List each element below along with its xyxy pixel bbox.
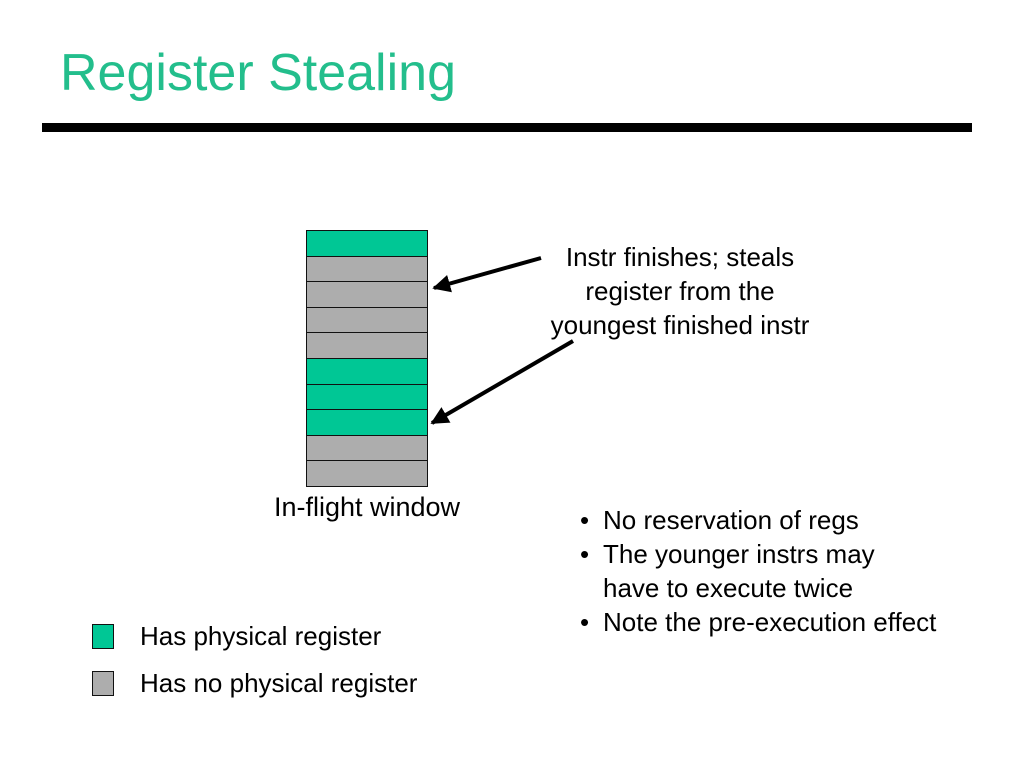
bullet-marker — [580, 571, 603, 605]
register-cell-no-register — [307, 282, 427, 308]
note-text: The younger instrs may — [603, 539, 875, 569]
note-text: Note the pre-execution effect — [603, 607, 937, 637]
title-underline — [42, 123, 972, 132]
bullet-marker: • — [580, 539, 590, 569]
register-cell-has-register — [307, 384, 427, 411]
annotation-line-2: register from the — [585, 276, 775, 306]
legend-swatch-green — [92, 624, 114, 649]
steal-arrow-bottom — [430, 339, 575, 425]
register-cell-has-register — [307, 358, 427, 385]
legend-swatch-gray — [92, 671, 114, 696]
legend-item: Has physical register — [92, 621, 417, 652]
page-title: Register Stealing — [60, 44, 456, 102]
register-cell-has-register — [307, 410, 427, 436]
note-item: have to execute twice — [580, 571, 936, 605]
register-cell-has-register — [307, 231, 427, 257]
note-item: • Note the pre-execution effect — [580, 605, 936, 639]
legend-label: Has physical register — [140, 621, 382, 651]
annotation-text: Instr finishes; steals register from the… — [510, 240, 850, 342]
note-item: • The younger instrs may — [580, 537, 936, 571]
notes-list: • No reservation of regs • The younger i… — [580, 503, 936, 639]
in-flight-window-label: In-flight window — [273, 492, 461, 522]
legend: Has physical register Has no physical re… — [92, 621, 417, 699]
legend-item: Has no physical register — [92, 668, 417, 699]
note-text: have to execute twice — [603, 573, 854, 603]
legend-label: Has no physical register — [140, 668, 418, 698]
note-text: No reservation of regs — [603, 505, 859, 535]
register-cell-no-register — [307, 333, 427, 359]
register-cell-no-register — [307, 256, 427, 283]
register-cell-no-register — [307, 307, 427, 334]
in-flight-window — [306, 230, 428, 487]
annotation-line-3: youngest finished instr — [550, 310, 810, 340]
bullet-marker: • — [580, 505, 590, 535]
note-item: • No reservation of regs — [580, 503, 936, 537]
register-cell-no-register — [307, 435, 427, 462]
bullet-marker: • — [580, 607, 590, 637]
register-cell-no-register — [307, 461, 427, 486]
annotation-line-1: Instr finishes; steals — [565, 242, 795, 272]
